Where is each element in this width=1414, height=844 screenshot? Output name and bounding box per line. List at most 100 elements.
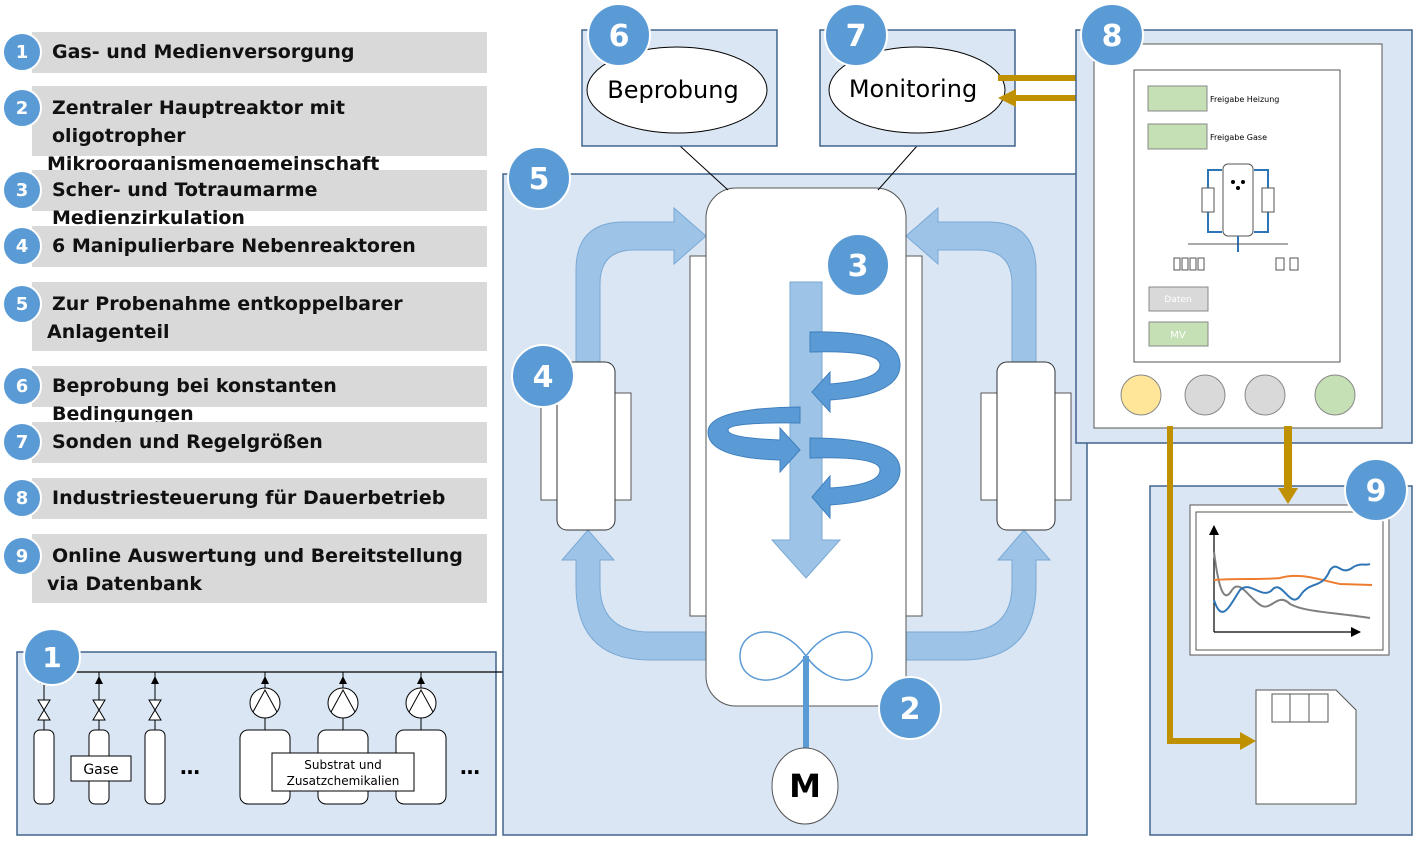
badge-7: 7 [824,3,888,67]
side-reactor-left [540,361,632,531]
reactor-section: M [502,145,1088,836]
legend-label: Zentraler Hauptreaktor mit oligotropher … [47,94,479,178]
svg-text:8: 8 [1102,19,1123,54]
legend-badge: 6 [2,366,42,406]
svg-text:7: 7 [846,19,867,54]
daten-button[interactable] [1148,286,1209,312]
legend-item: 1 Gas- und Medienversorgung [0,32,487,73]
legend-badge: 4 [2,226,42,266]
legend-item: 3 Scher- und Totraumarme Medienzirkulati… [0,170,487,229]
legend-label: Beprobung bei konstanten Bedingungen [52,375,337,425]
legend-badge: 8 [2,478,42,518]
mv-label: MV [1170,330,1186,341]
legend-bar [32,478,487,519]
indicator-gray[interactable] [1184,374,1226,416]
legend-item: 2 Zentraler Hauptreaktor mit oligotrophe… [0,86,487,175]
controller-box: Freigabe Heizung Freigabe Gase Date [1075,29,1413,444]
mv-button[interactable] [1148,321,1209,347]
legend-line: Online Auswertung und Bereitstellung [52,545,463,567]
freigabe-heizung-label: Freigabe Heizung [1210,95,1279,104]
badge-1: 1 [23,628,81,686]
ellipsis-media: … [460,755,480,779]
freigabe-gase-label: Freigabe Gase [1210,133,1267,142]
legend-bar [32,366,487,407]
data-exchange-arrows [998,69,1108,107]
daten-label: Daten [1164,295,1191,305]
legend-bar [32,422,487,463]
side-reactor-right [980,361,1072,531]
gas-bottle [33,672,55,805]
legend-label: Sonden und Regelgrößen [52,431,323,453]
gase-label-box [70,755,132,782]
legend-line: via Datenbank [47,573,203,595]
badge-6: 6 [587,3,651,67]
motor-label: M [789,767,821,805]
legend-bar [32,534,487,603]
legend-label: Gas- und Medienversorgung [52,41,355,63]
data-flow-gold [1167,426,1298,750]
mini-bottles [1173,257,1299,271]
mini-reactor-schematic [1188,163,1288,252]
substrat-label-line1: Substrat und [304,758,381,772]
legend-badge: 3 [2,170,42,210]
legend-item: 6 Beprobung bei konstanten Bedingungen [0,366,487,425]
svg-text:9: 9 [1366,474,1387,509]
monitoring-label: Monitoring [849,75,977,103]
legend-bar [32,32,487,73]
main-reactor [689,187,923,752]
legend-badge: 5 [2,284,42,324]
gase-label: Gase [83,762,118,778]
legend-line: Anlagenteil [47,321,170,343]
indicator-green[interactable] [1314,374,1356,416]
legend-line: Mikroorganismengemeinschaft [47,153,380,175]
freigabe-heizung-button[interactable] [1147,85,1208,112]
legend-item: 8 Industriesteuerung für Dauerbetrieb [0,478,487,519]
legend-label: Online Auswertung und Bereitstellung via… [47,542,479,598]
legend-bar [32,170,487,211]
legend-item: 5 Zur Probenahme entkoppelbarer Anlagent… [0,282,487,351]
indicator-gray[interactable] [1244,374,1286,416]
legend-line: Zur Probenahme entkoppelbarer [52,293,403,315]
badge-4: 4 [511,344,575,408]
badge-2: 2 [878,676,942,740]
substrat-label-line2: Zusatzchemikalien [287,774,400,788]
svg-text:5: 5 [529,162,550,197]
gas-bottle [144,672,166,805]
analysis-box [1149,485,1413,836]
legend-line: Zentraler Hauptreaktor mit oligotropher [52,97,346,147]
downflow-arrow [770,281,842,579]
supply-box: Gase … Substrat und Z [16,651,705,836]
legend-label: Zur Probenahme entkoppelbarer Anlagentei… [47,290,479,346]
badge-3: 3 [826,233,890,297]
legend-bar [32,282,487,351]
svg-text:4: 4 [533,360,554,395]
legend-badge: 7 [2,422,42,462]
legend-item: 4 6 Manipulierbare Nebenreaktoren [0,226,487,267]
legend-badge: 1 [2,32,42,72]
series-orange [1213,574,1373,586]
legend-label: Scher- und Totraumarme Medienzirkulation [52,179,318,229]
substrat-label-box [271,752,415,792]
freigabe-gase-button[interactable] [1147,123,1208,150]
svg-text:2: 2 [900,692,921,727]
legend-badge: 2 [2,88,42,128]
beprobung-label: Beprobung [607,76,738,104]
legend-label: 6 Manipulierbare Nebenreaktoren [52,235,416,257]
legend-bar [32,86,487,156]
badge-5: 5 [507,146,571,210]
motor [771,747,839,825]
legend-label: Industriesteuerung für Dauerbetrieb [52,487,446,509]
svg-text:3: 3 [848,249,869,284]
svg-text:6: 6 [609,19,630,54]
indicator-yellow[interactable] [1120,374,1162,416]
svg-text:1: 1 [42,641,61,674]
legend-badge: 9 [2,536,42,576]
series-gray [1213,551,1371,619]
legend-item: 9 Online Auswertung und Bereitstellung v… [0,534,487,603]
badge-8: 8 [1080,3,1144,67]
badge-9: 9 [1344,458,1408,522]
legend-bar [32,226,487,267]
circulation-arrows [560,206,1052,661]
ellipsis-gas: … [180,755,200,779]
